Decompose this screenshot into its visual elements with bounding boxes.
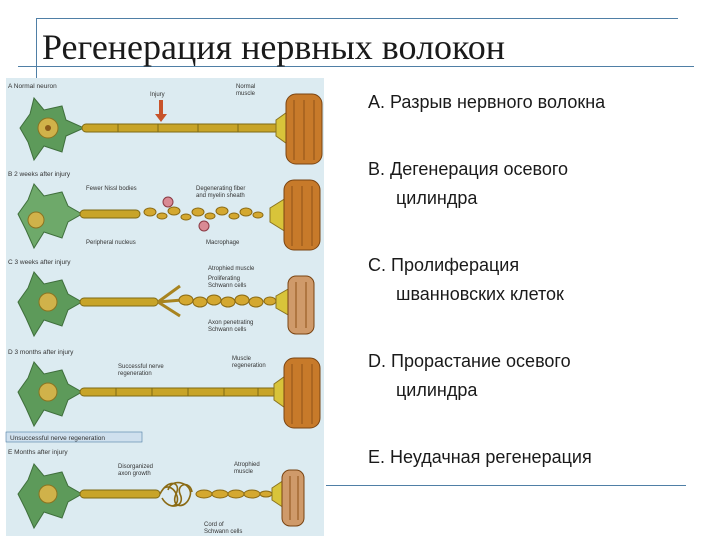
stage-c-label-proliferating: Proliferating	[208, 276, 240, 282]
stage-e-label-cord: Cord of	[204, 522, 224, 528]
stage-e-fiber	[79, 489, 161, 499]
stage-c-schwann-cells	[178, 294, 277, 308]
stage-b-nucleus	[27, 211, 45, 229]
stage-e-label-atrophied: Atrophied	[234, 462, 260, 468]
stage-c-caption: C 3 weeks after injury	[8, 259, 71, 266]
legend-item-a-text: A. Разрыв нервного волокна	[368, 92, 606, 112]
stage-a: A Normal neuron Injury Normal muscle	[8, 83, 323, 165]
stage-c-sprouts	[157, 284, 183, 318]
title-underline	[18, 66, 694, 67]
legend-item-b-line1: B. Дегенерация осевого	[368, 159, 569, 179]
legend-item-d-line2: цилиндра	[396, 380, 478, 400]
stage-d-label-muscle: Muscle	[232, 356, 252, 362]
stage-d-label-regeneration: regeneration	[118, 371, 152, 377]
stage-e-label-axon-growth: axon growth	[118, 471, 151, 477]
stage-e-nucleus	[38, 484, 58, 504]
stage-c-label-schwann2: Schwann cells	[208, 327, 246, 333]
stage-c-label-schwann: Schwann cells	[208, 283, 246, 289]
legend-item-c-line2: шванновских клеток	[396, 284, 564, 304]
stage-a-label-normal: Normal	[236, 84, 255, 90]
stage-b-label-myelin: and myelin sheath	[196, 193, 245, 199]
stage-b-label-degenerating: Degenerating fiber	[196, 186, 245, 192]
stage-d-label-successful: Successful nerve	[118, 364, 164, 370]
legend-item-e: E. Неудачная регенерация	[368, 443, 708, 472]
stage-b-fiber	[79, 209, 141, 219]
nerve-regeneration-figure: A Normal neuron Injury Normal muscle B 2…	[0, 76, 330, 540]
stage-e-banner-text: Unsuccessful nerve regeneration	[10, 435, 105, 442]
stage-c-label-atrophied: Atrophied muscle	[208, 266, 255, 272]
legend-item-a: A. Разрыв нервного волокна	[368, 88, 708, 117]
stage-e-caption: E Months after injury	[8, 449, 68, 456]
legend-item-d-line1: D. Прорастание осевого	[368, 351, 571, 371]
stage-d-caption: D 3 months after injury	[8, 349, 74, 356]
bottom-rule	[326, 485, 686, 486]
legend-item-e-text: E. Неудачная регенерация	[368, 447, 592, 467]
top-rule	[36, 18, 678, 19]
stage-c-fiber	[79, 297, 159, 307]
stage-e-tangle	[159, 481, 193, 507]
stage-e-schwann-cord	[195, 489, 273, 499]
legend-item-c-line1: C. Пролиферация	[368, 255, 520, 275]
stage-b: B 2 weeks after injury Fewer Nissl bodie…	[8, 171, 321, 251]
stage-e-label-muscle: muscle	[234, 469, 254, 475]
stage-d-label-muscle-regen: regeneration	[232, 363, 266, 369]
stage-e-label-schwann: Schwann cells	[204, 529, 242, 535]
legend-item-d: D. Прорастание осевого цилиндра	[368, 347, 708, 405]
slide-title: Регенерация нервных волокон	[42, 27, 505, 67]
stage-e: Unsuccessful nerve regeneration E Months…	[5, 431, 305, 535]
stage-a-injury-arrow	[155, 100, 167, 122]
stage-c-atrophied-muscle	[287, 275, 315, 335]
stage-c-label-penetrating: Axon penetrating	[208, 320, 253, 326]
stage-b-debris	[143, 206, 264, 221]
stage-a-label-muscle: muscle	[236, 91, 256, 97]
stage-a-label-injury: Injury	[150, 92, 165, 98]
stage-b-label-nissl: Fewer Nissl bodies	[86, 186, 137, 192]
stage-c-nucleus	[38, 292, 58, 312]
legend-item-c: C. Пролиферация шванновских клеток	[368, 251, 708, 309]
stage-e-label-disorganized: Disorganized	[118, 464, 153, 470]
stage-e-atrophied-muscle	[281, 469, 305, 527]
stage-c: C 3 weeks after injury Atrophied muscle …	[8, 259, 315, 338]
stage-b-caption: B 2 weeks after injury	[8, 171, 71, 178]
stage-e-banner	[5, 431, 143, 443]
legend-item-b: B. Дегенерация осевого цилиндра	[368, 155, 708, 213]
left-rule	[36, 18, 37, 78]
stage-d-fiber	[79, 387, 281, 397]
stage-b-macrophage	[162, 196, 174, 208]
stage-b-macrophage	[198, 220, 210, 232]
stage-d: D 3 months after injury Successful nerve…	[8, 349, 321, 429]
stage-b-label-nucleus: Peripheral nucleus	[86, 240, 136, 246]
stage-a-fiber	[81, 123, 283, 133]
stage-a-caption: A Normal neuron	[8, 83, 57, 90]
stage-d-nucleus	[38, 382, 58, 402]
stage-a-nucleolus	[45, 125, 51, 131]
figure-svg: A Normal neuron Injury Normal muscle B 2…	[5, 78, 324, 536]
stage-legend: A. Разрыв нервного волокна B. Дегенераци…	[368, 88, 708, 472]
legend-item-b-line2: цилиндра	[396, 188, 478, 208]
stage-b-label-macrophage: Macrophage	[206, 240, 240, 246]
